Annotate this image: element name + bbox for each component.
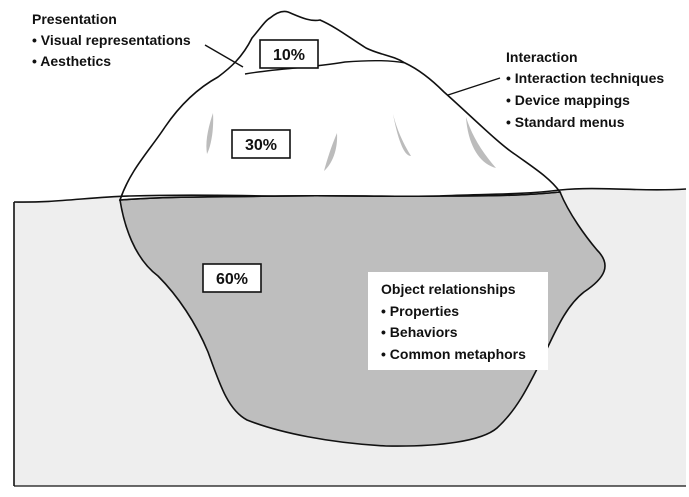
- above-water-percentage-box: [231, 129, 291, 159]
- object-relationships-item: • Behaviors: [381, 324, 458, 340]
- presentation-item: • Aesthetics: [32, 53, 111, 69]
- tip-percentage-box: [259, 39, 319, 69]
- object-relationships-item: • Common metaphors: [381, 346, 526, 362]
- object-relationships-box: [368, 272, 548, 370]
- crevice-mark: [466, 117, 496, 168]
- tip-ridge-line: [244, 59, 406, 75]
- object-relationships-title: Object relationships: [381, 281, 516, 297]
- crevice-mark: [206, 113, 214, 154]
- presentation-title: Presentation: [32, 11, 117, 27]
- below-water-percentage-label: 60%: [216, 271, 248, 288]
- tip-percentage-label: 10%: [273, 47, 305, 64]
- interaction-title: Interaction: [506, 49, 578, 65]
- presentation-item: • Visual representations: [32, 32, 191, 48]
- below-water-percentage-box: [202, 263, 262, 293]
- water-line: [13, 187, 687, 203]
- interaction-item: • Device mappings: [506, 92, 630, 108]
- interaction-item: • Interaction techniques: [506, 70, 664, 86]
- object-relationships-item: • Properties: [381, 303, 459, 319]
- interaction-leader-line: [447, 77, 501, 96]
- crevice-mark: [324, 133, 338, 171]
- presentation-leader-line: [204, 44, 244, 68]
- interaction-item: • Standard menus: [506, 114, 625, 130]
- above-water-percentage-label: 30%: [245, 137, 277, 154]
